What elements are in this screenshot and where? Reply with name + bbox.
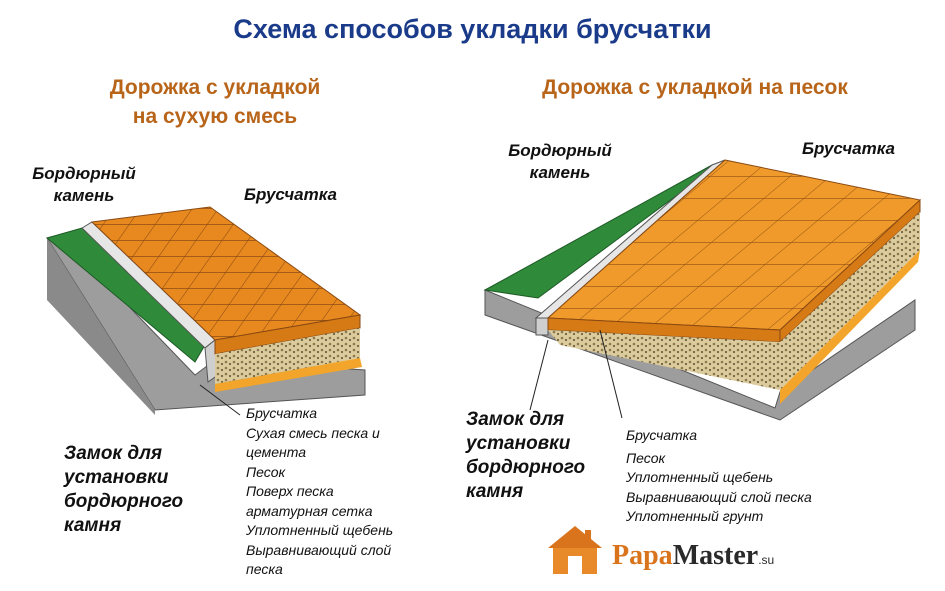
right-paving-label: Брусчатка [802,139,896,158]
left-subtitle-line1: Дорожка с укладкой [109,76,321,99]
left-layer-9: песка [246,561,283,577]
right-path-scheme [483,159,922,421]
left-layer-4: Песок [246,463,286,480]
left-layer-5: Поверх песка [246,483,334,499]
left-layer-2: Сухая смесь песка и [246,424,380,441]
right-border-label: Бордюрный камень [490,140,630,184]
right-lock-line2: установки [466,433,571,454]
right-lock-line1: Замок для [466,409,565,430]
right-border-label-line2: камень [529,163,591,182]
left-layers-list: Брусчатка Сухая смесь песка и цемента Пе… [246,404,393,580]
left-paving-label: Брусчатка [244,185,338,204]
left-subtitle: Дорожка с укладкой на сухую смесь [70,73,360,131]
logo-suffix: .su [758,553,775,567]
right-layer-1: Брусчатка [626,427,698,443]
left-lock-line2: установки [64,467,169,488]
logo-master: Master [672,540,759,571]
left-lock-line1: Замок для [64,443,163,464]
left-lock-line4: камня [64,515,122,536]
left-layer-8: Выравнивающий слой [246,541,392,558]
right-layer-2: Песок [626,449,666,466]
right-lock-line4: камня [466,481,524,502]
left-path-scheme [45,206,366,416]
left-layer-1: Брусчатка [246,405,318,421]
left-layer-3: цемента [246,444,307,460]
page-title: Схема способов укладки брусчатки [233,14,712,44]
right-layers-list: Брусчатка Песок Уплотненный щебень Вырав… [626,426,812,527]
right-subtitle: Дорожка с укладкой на песок [542,76,848,99]
house-logo-icon [548,526,602,574]
left-border-label-line1: Бордюрный [32,164,136,183]
left-lock-label: Замок для установки бордюрного камня [64,442,183,538]
right-border-label-line1: Бордюрный [508,141,612,160]
left-border-label-line2: камень [53,186,115,205]
site-logo: PapaMaster.su [612,540,774,572]
right-layer-3: Уплотненный щебень [626,469,774,485]
logo-papa: Papa [612,540,673,571]
right-layer-4: Выравнивающий слой песка [626,488,812,505]
right-lock-label: Замок для установки бордюрного камня [466,408,585,504]
left-layer-7: Уплотненный щебень [246,522,394,538]
left-border-label: Бордюрный камень [14,163,154,207]
right-layer-5: Уплотненный грунт [626,508,764,524]
left-subtitle-line2: на сухую смесь [132,105,298,128]
right-lock-line3: бордюрного [466,457,586,478]
left-layer-6: арматурная сетка [246,502,373,519]
left-lock-line3: бордюрного [64,491,184,512]
